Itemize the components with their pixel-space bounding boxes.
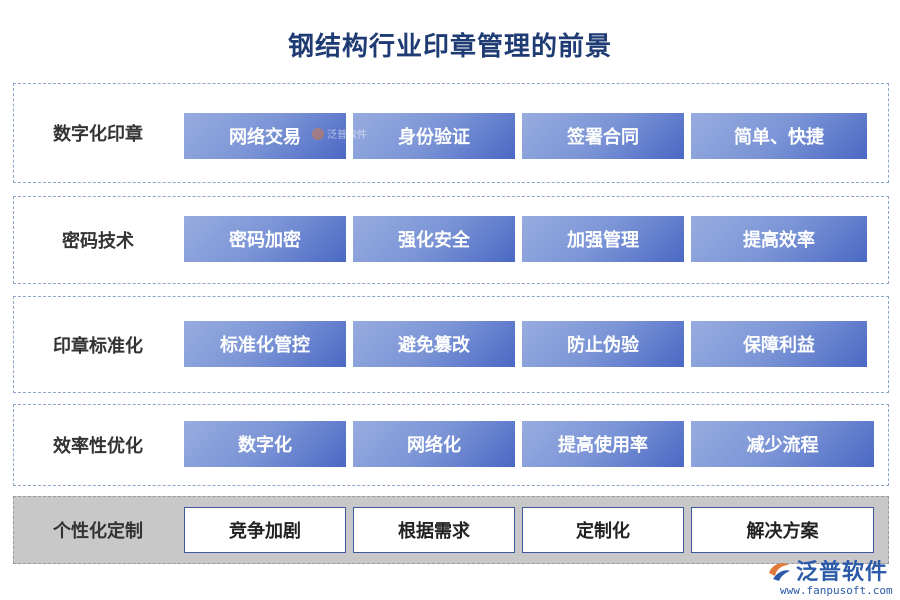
item-cell: 数字化 [184,421,346,467]
fanpu-logo-icon [769,563,790,581]
item-cell: 网络交易 [184,113,346,159]
item-cell: 签署合同 [522,113,684,159]
item-cell: 简单、快捷 [691,113,867,159]
row-label: 印章标准化 [53,335,143,357]
item-cell: 防止伪验 [522,321,684,367]
brand-logo: 泛普软件 www.fanpusoft.com [766,554,893,597]
item-cell: 解决方案 [691,507,874,553]
item-cell: 根据需求 [353,507,515,553]
item-cell: 避免篡改 [353,321,515,367]
logo-name: 泛普软件 [796,560,889,585]
row-label: 密码技术 [62,231,134,252]
item-cell: 定制化 [522,507,684,553]
item-cell: 提高使用率 [522,421,684,467]
watermark-text: 泛普软件 [327,130,367,141]
item-cell: 网络化 [353,421,515,467]
item-cell: 身份验证 [353,113,515,159]
row-label: 效率性优化 [53,436,143,457]
item-cell: 竞争加剧 [184,507,346,553]
item-cell: 加强管理 [522,216,684,262]
item-cell: 保障利益 [691,321,867,367]
watermark: 泛普软件 [312,126,367,141]
item-cell: 减少流程 [691,421,874,467]
watermark-logo-icon [312,127,324,140]
page-title: 钢结构行业印章管理的前景 [287,32,612,62]
item-cell: 强化安全 [353,216,515,262]
row-label: 数字化印章 [53,124,143,145]
logo-url: www.fanpusoft.com [780,584,893,597]
item-cell: 标准化管控 [184,321,346,367]
item-cell: 密码加密 [184,216,346,262]
row-label: 个性化定制 [53,521,143,542]
item-cell: 提高效率 [691,216,867,262]
